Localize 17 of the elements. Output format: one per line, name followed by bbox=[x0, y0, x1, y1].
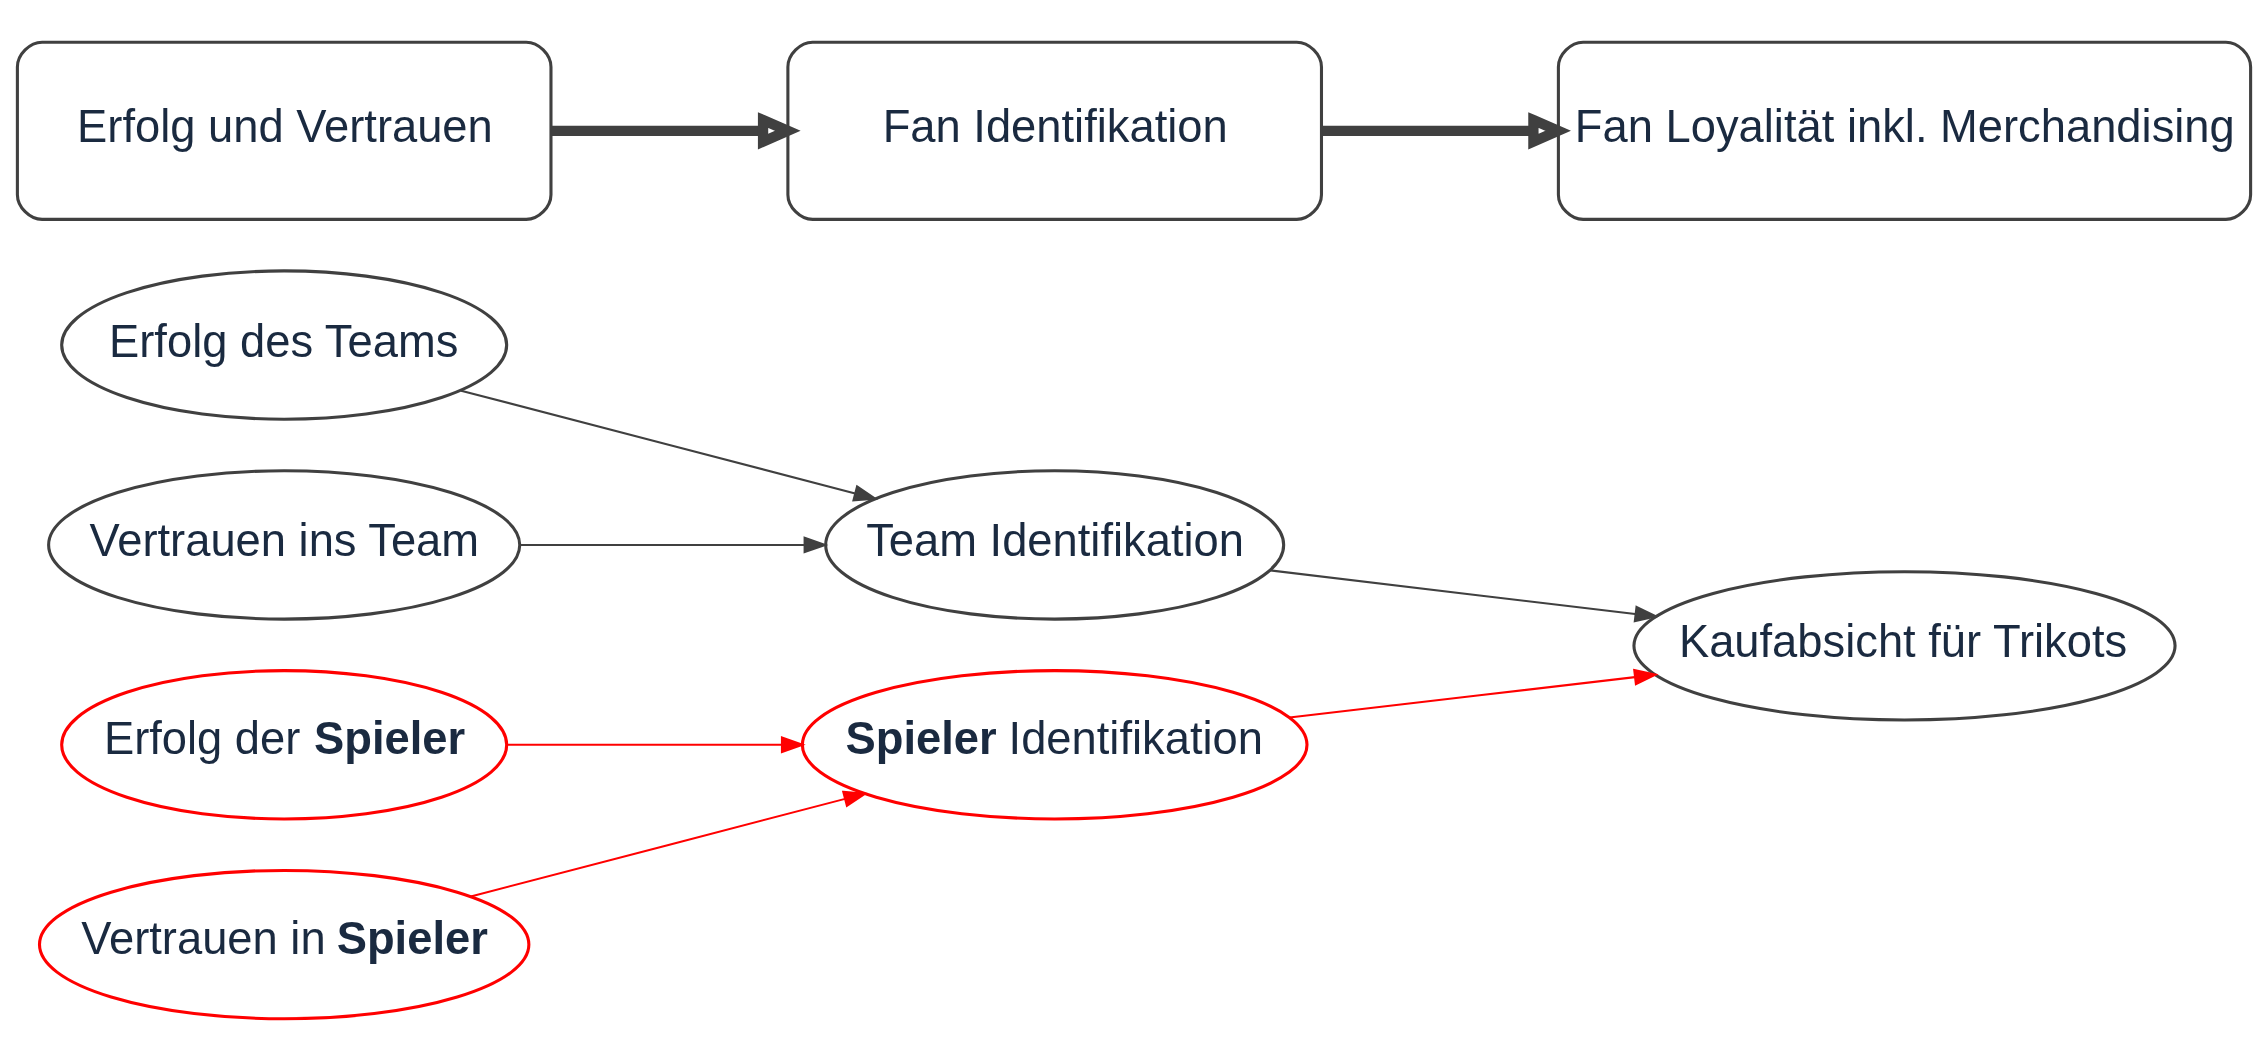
arrow bbox=[1321, 111, 1571, 149]
node-ellipse: Team Identifikation bbox=[823, 468, 1285, 621]
arrow bbox=[470, 790, 868, 897]
node-ellipse: Vertrauen ins Team bbox=[46, 468, 521, 621]
node-box: Fan Identifikation bbox=[785, 40, 1323, 221]
node-box: Erfolg und Vertrauen bbox=[15, 40, 552, 221]
arrow bbox=[519, 535, 828, 554]
node-ellipse: Erfolg der Spieler bbox=[59, 668, 508, 820]
arrow bbox=[1288, 668, 1659, 719]
node-box: Fan Loyalität inkl. Merchandising bbox=[1556, 40, 2252, 221]
node-ellipse: Spieler Identifikation bbox=[800, 668, 1309, 820]
arrow bbox=[506, 735, 806, 753]
arrow bbox=[1269, 568, 1659, 622]
node-ellipse: Erfolg des Teams bbox=[59, 268, 508, 421]
node-ellipse: Vertrauen in Spieler bbox=[37, 868, 530, 1020]
arrow bbox=[460, 389, 878, 502]
arrow bbox=[550, 111, 801, 149]
